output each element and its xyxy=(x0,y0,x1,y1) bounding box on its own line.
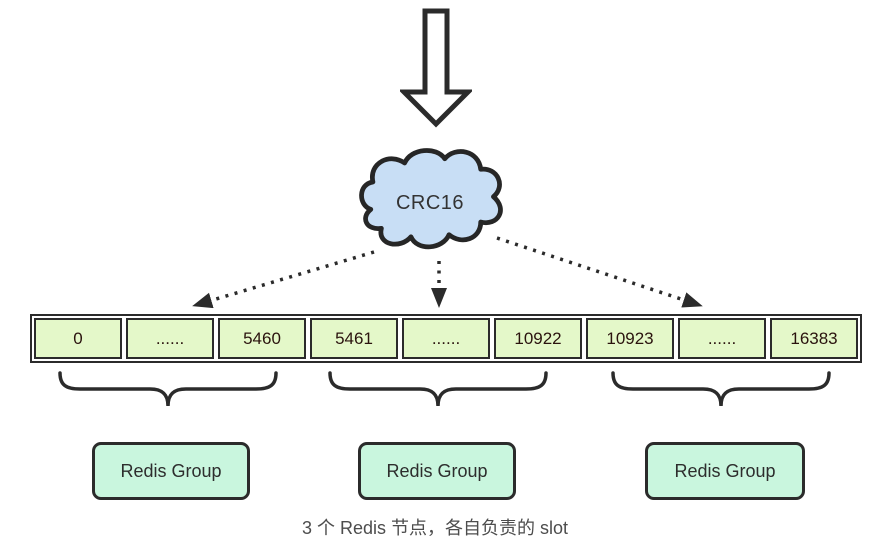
redis-group-box: Redis Group xyxy=(92,442,250,500)
slot-cell: ...... xyxy=(126,318,214,359)
cloud-icon xyxy=(359,148,503,250)
redis-group-label: Redis Group xyxy=(674,460,776,481)
slot-cell: 5461 xyxy=(310,318,398,359)
crc16-cloud: CRC16 xyxy=(356,144,504,260)
slot-cell: ...... xyxy=(402,318,490,359)
down-arrow-icon xyxy=(400,8,472,128)
caption: 3 个 Redis 节点，各自负责的 slot xyxy=(301,518,569,538)
cloud-label: CRC16 xyxy=(395,191,465,214)
redis-group-box: Redis Group xyxy=(358,442,516,500)
brace-middle xyxy=(328,371,548,407)
redis-group-label: Redis Group xyxy=(120,460,222,481)
slot-cell: 0 xyxy=(34,318,122,359)
slot-bar: 0 ...... 5460 5461 ...... 10922 10923 ..… xyxy=(30,314,862,363)
dotted-arrow-right xyxy=(496,236,703,308)
brace-right xyxy=(611,371,831,407)
redis-group-label: Redis Group xyxy=(386,460,488,481)
dotted-arrow-left xyxy=(192,250,375,309)
brace-left xyxy=(58,371,278,407)
slot-cell: ...... xyxy=(678,318,766,359)
slot-cell: 16383 xyxy=(770,318,858,359)
redis-group-box: Redis Group xyxy=(645,442,805,500)
slot-cell: 10923 xyxy=(586,318,674,359)
slot-cell: 5460 xyxy=(218,318,306,359)
slot-cell: 10922 xyxy=(494,318,582,359)
